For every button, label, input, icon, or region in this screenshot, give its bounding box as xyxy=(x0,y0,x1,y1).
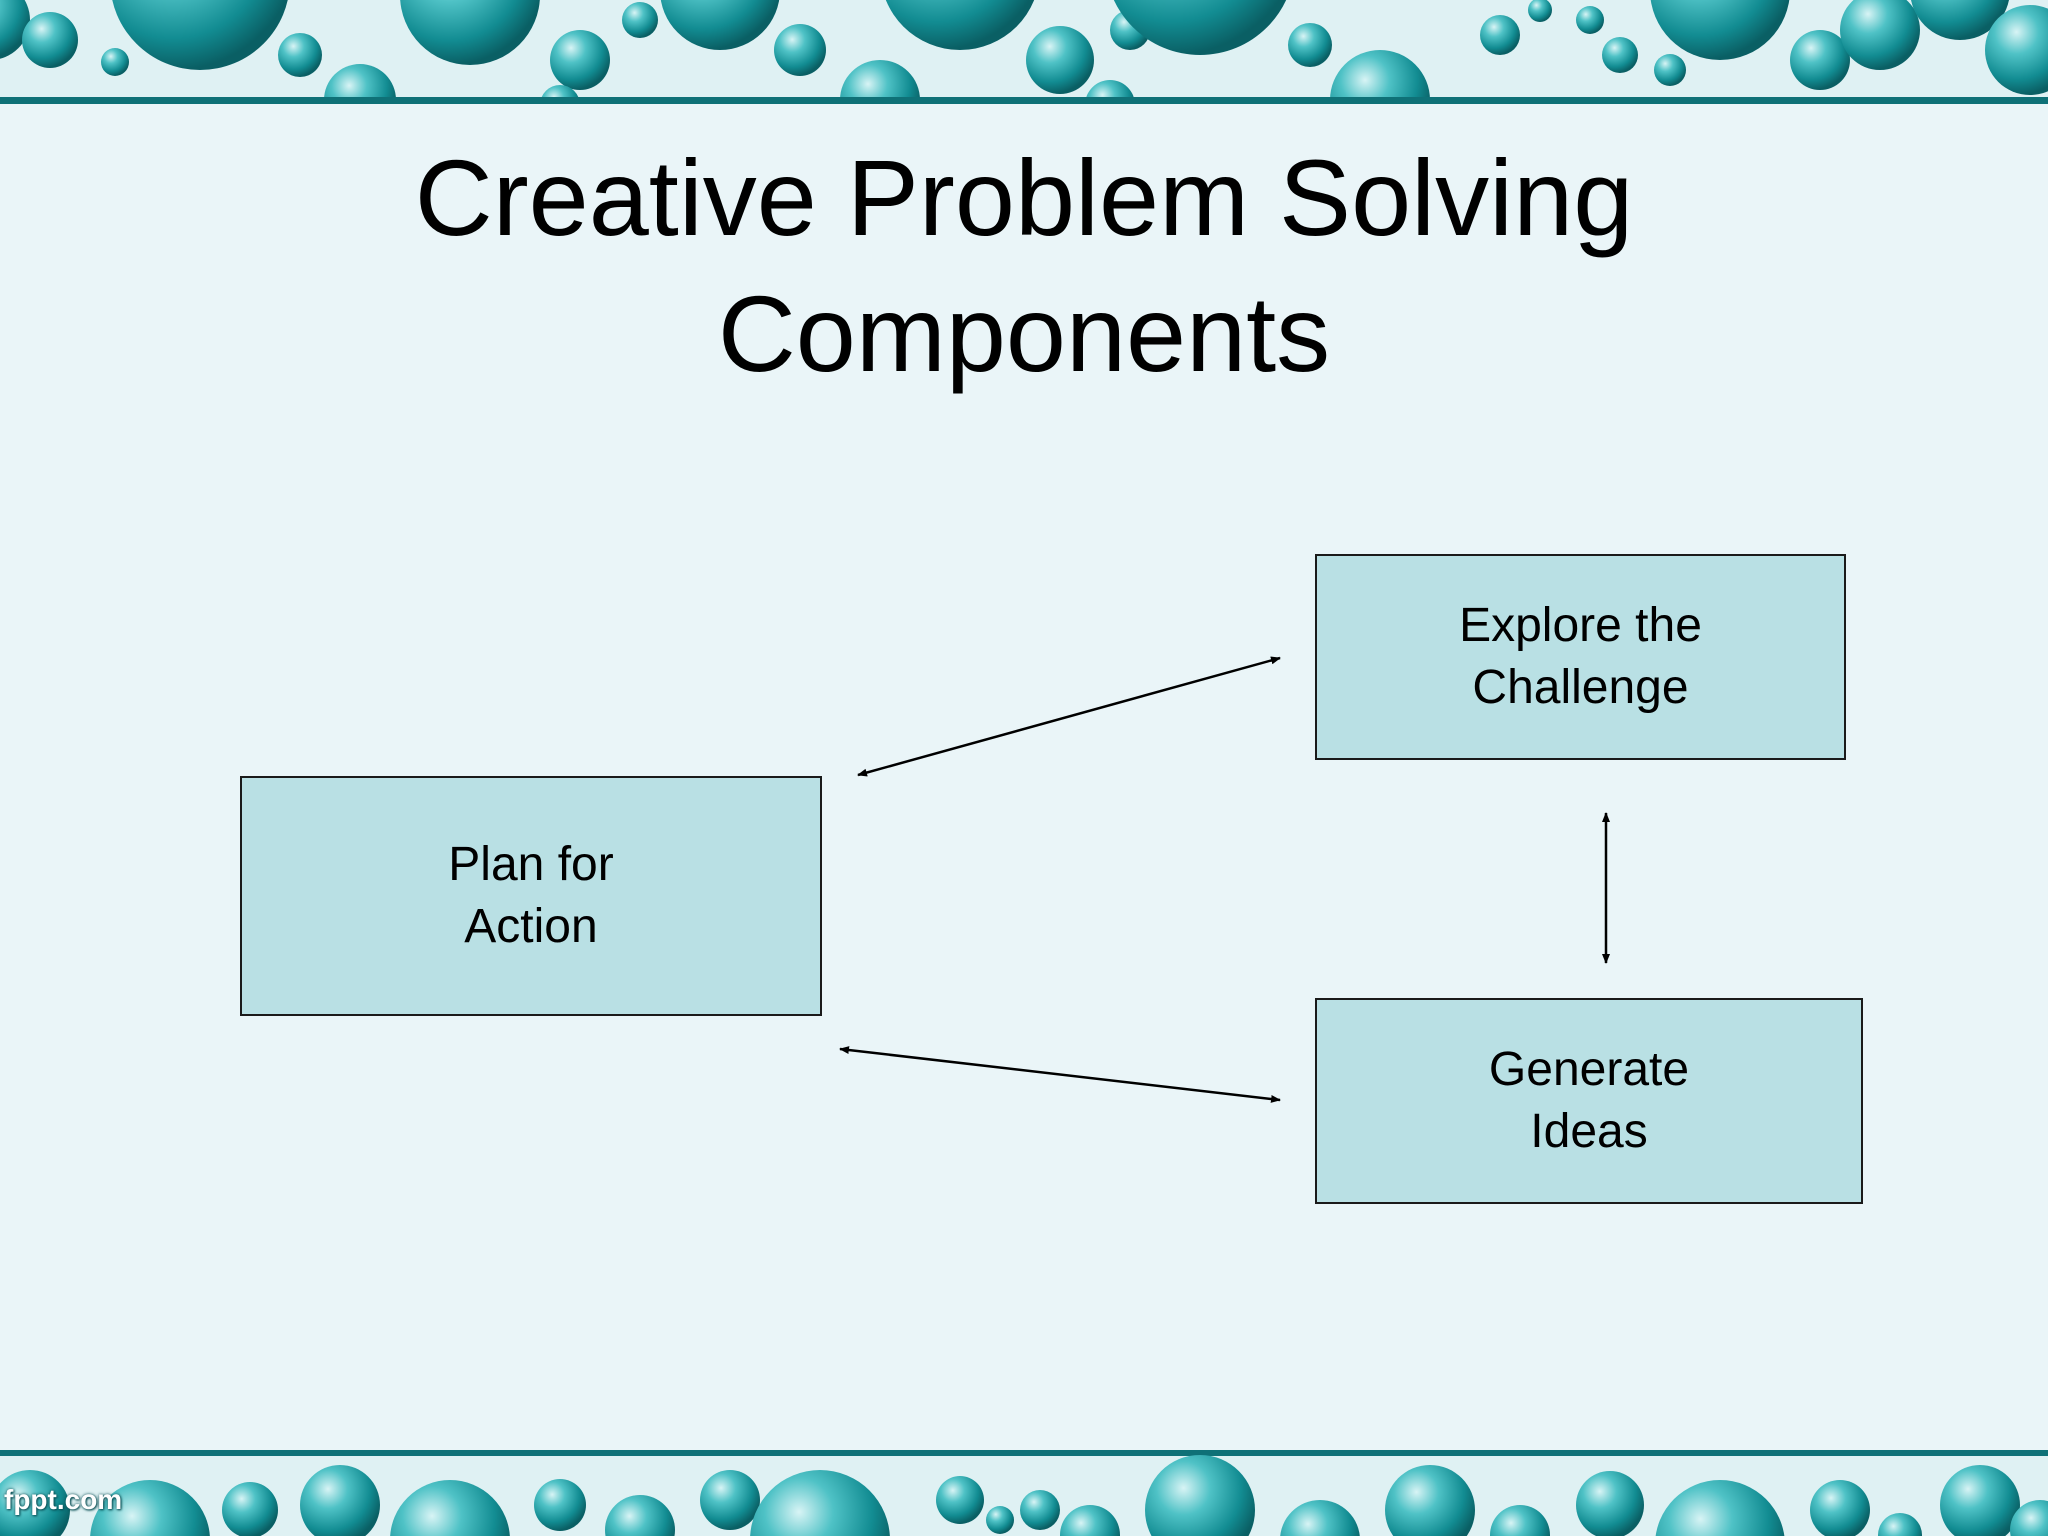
node-generate-line-2: Ideas xyxy=(1530,1105,1648,1158)
node-plan-line-2: Action xyxy=(464,900,598,953)
node-generate-line-1: Generate xyxy=(1488,1043,1690,1096)
slide-title-line-2: Components xyxy=(717,273,1331,394)
node-explore-the-challenge: Explore the Challenge xyxy=(1315,554,1846,760)
arrow-plan-generate xyxy=(839,1046,1281,1103)
node-explore-line-1: Explore the xyxy=(1459,599,1702,652)
node-plan-line-1: Plan for xyxy=(448,838,614,891)
bottom-bubble-border xyxy=(0,1450,2048,1536)
node-explore-line-2: Challenge xyxy=(1472,661,1689,714)
fppt-watermark-logo: fppt.com xyxy=(4,1484,123,1515)
node-generate-ideas: Generate Ideas xyxy=(1315,998,1863,1204)
top-bubble-border xyxy=(0,0,2048,104)
arrow-plan-explore xyxy=(857,656,1281,777)
slide-title: Creative Problem Solving Components xyxy=(0,130,2048,402)
node-plan-for-action: Plan for Action xyxy=(240,776,822,1016)
slide-title-line-1: Creative Problem Solving xyxy=(414,137,1634,258)
